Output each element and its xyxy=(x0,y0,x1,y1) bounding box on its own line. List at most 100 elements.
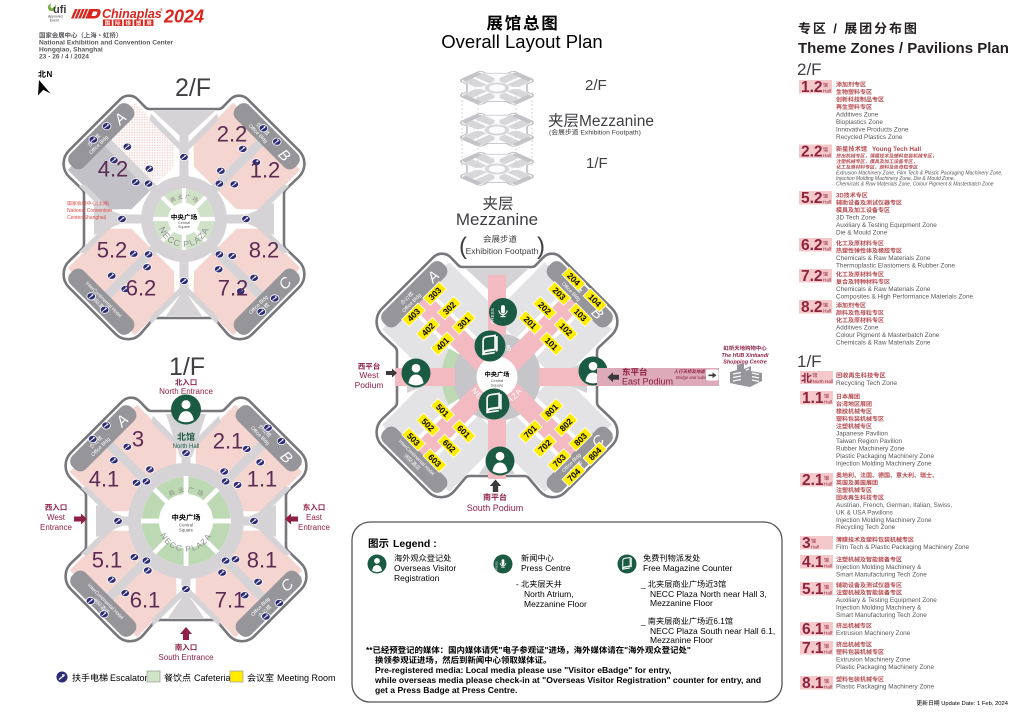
svg-text:(: ( xyxy=(549,130,552,137)
svg-text:Bridge and subway: Bridge and subway xyxy=(676,375,713,380)
svg-text:7.2: 7.2 xyxy=(218,276,249,301)
svg-text:Square: Square xyxy=(491,383,504,388)
svg-text:Mezzanine Floor: Mezzanine Floor xyxy=(650,635,713,645)
svg-text:_: _ xyxy=(640,580,648,589)
svg-text:Meeting Room: Meeting Room xyxy=(277,673,336,683)
svg-text:South Entrance: South Entrance xyxy=(158,653,214,662)
svg-text:Plastic Packaging Machinery Zo: Plastic Packaging Machinery Zone xyxy=(836,453,934,460)
svg-text:Film Tech & Plastic Packaging: Film Tech & Plastic Packaging Machinery … xyxy=(836,544,970,551)
svg-text:Plastic Packaging Machinery Zo: Plastic Packaging Machinery Zone xyxy=(836,664,934,671)
svg-text:North Atrium,: North Atrium, xyxy=(524,589,574,599)
svg-text:Hall: Hall xyxy=(824,591,832,596)
svg-text:Auxiliary & Testing Equipment: Auxiliary & Testing Equipment Zone xyxy=(836,222,937,229)
svg-text:1/F: 1/F xyxy=(797,352,822,371)
svg-text:Hall: Hall xyxy=(823,247,831,252)
svg-text:3: 3 xyxy=(132,427,144,452)
svg-text:8.1: 8.1 xyxy=(247,548,278,573)
svg-text:6.1: 6.1 xyxy=(130,588,161,613)
svg-text:Chinaplas: Chinaplas xyxy=(102,7,162,21)
svg-text:6.2: 6.2 xyxy=(801,237,823,254)
svg-text:Recycling Tech Zone: Recycling Tech Zone xyxy=(836,380,897,387)
svg-text:Square: Square xyxy=(178,225,190,229)
svg-text:Hall: Hall xyxy=(811,545,819,550)
svg-text:Thermoplastic Elastomers & Rub: Thermoplastic Elastomers & Rubber Zone xyxy=(836,263,955,270)
svg-text:7.1: 7.1 xyxy=(215,588,246,613)
svg-text:Exhibition Footpath: Exhibition Footpath xyxy=(466,246,539,256)
svg-text:Injection Molding Machinery &: Injection Molding Machinery & xyxy=(836,564,922,571)
svg-text:Overall Layout Plan: Overall Layout Plan xyxy=(441,31,602,52)
svg-text:Center(Shanghai): Center(Shanghai) xyxy=(67,215,107,221)
svg-text:4.2: 4.2 xyxy=(98,157,129,182)
svg-text:North Entrance: North Entrance xyxy=(159,387,213,396)
svg-text:NECC Plaza South near Hall 6.1: NECC Plaza South near Hall 6.1, xyxy=(650,626,775,636)
svg-text:2.2: 2.2 xyxy=(217,122,248,147)
svg-text:1/F: 1/F xyxy=(169,353,205,381)
svg-text:1.2: 1.2 xyxy=(801,79,823,96)
svg-text:East: East xyxy=(306,513,323,522)
svg-text:Chemicals & Raw Materials Zone: Chemicals & Raw Materials Zone xyxy=(836,286,931,293)
svg-text:Entrance: Entrance xyxy=(298,523,331,532)
svg-text:get a Press Badge at Press Cen: get a Press Badge at Press Centre. xyxy=(375,685,517,695)
svg-text:5.1: 5.1 xyxy=(92,548,123,573)
svg-text:Free Magazine Counter: Free Magazine Counter xyxy=(643,563,732,573)
svg-text:Cafeteria: Cafeteria xyxy=(194,673,231,683)
svg-text:Mezzanine Floor: Mezzanine Floor xyxy=(524,599,587,609)
svg-text:Hall: Hall xyxy=(823,153,831,158)
svg-text:1/F: 1/F xyxy=(586,155,608,172)
svg-text:Japanese Pavilion: Japanese Pavilion xyxy=(836,431,888,438)
svg-text:3: 3 xyxy=(802,535,811,552)
svg-text:Chemicals & Raw Materials Zone: Chemicals & Raw Materials Zone xyxy=(836,340,931,347)
svg-text:North Hall: North Hall xyxy=(813,379,833,384)
svg-text:Shopping Centre: Shopping Centre xyxy=(723,360,766,366)
svg-text:Approved: Approved xyxy=(48,15,63,19)
svg-text:2024: 2024 xyxy=(163,7,204,27)
svg-text:5.1: 5.1 xyxy=(802,581,824,598)
svg-text:North Hall: North Hall xyxy=(173,444,200,450)
svg-text:6.1: 6.1 xyxy=(802,621,824,638)
svg-text:Hall: Hall xyxy=(824,564,832,569)
svg-text:Update Date: 1 Feb, 2024: Update Date: 1 Feb, 2024 xyxy=(940,701,1009,707)
svg-text:2/F: 2/F xyxy=(585,77,607,94)
svg-text:Podium: Podium xyxy=(355,380,384,390)
svg-text:Injection Molding Machinery Zo: Injection Molding Machinery Zone xyxy=(836,517,932,524)
svg-text:Innovative Products Zone: Innovative Products Zone xyxy=(836,127,909,134)
svg-text:Hall: Hall xyxy=(823,200,831,205)
svg-text:1.1: 1.1 xyxy=(247,467,278,492)
svg-text:South Podium: South Podium xyxy=(467,503,524,513)
svg-text:5.2: 5.2 xyxy=(801,190,823,207)
svg-text:6.2: 6.2 xyxy=(126,276,157,301)
svg-text:Rubber Machinery Zone: Rubber Machinery Zone xyxy=(836,446,905,453)
svg-text:Hall: Hall xyxy=(824,650,832,655)
svg-text:Injection Molding Machinery &: Injection Molding Machinery & xyxy=(836,605,922,612)
svg-text:-: - xyxy=(516,580,521,589)
svg-text:Hall: Hall xyxy=(824,482,832,487)
svg-text:Legend :: Legend : xyxy=(393,538,437,550)
svg-text:East Podium: East Podium xyxy=(622,377,673,387)
svg-text:1.1: 1.1 xyxy=(802,390,824,407)
svg-text:UK & USA Pavilions: UK & USA Pavilions xyxy=(836,509,893,516)
svg-text:**: ** xyxy=(366,645,373,655)
svg-text:2.2: 2.2 xyxy=(801,144,823,161)
svg-text:2/F: 2/F xyxy=(797,60,822,79)
svg-text:Additives Zone: Additives Zone xyxy=(836,325,879,332)
svg-text:ufi: ufi xyxy=(53,4,66,16)
svg-text:8.1: 8.1 xyxy=(802,675,824,692)
svg-text:Taiwan Region Pavilion: Taiwan Region Pavilion xyxy=(836,438,903,445)
svg-text:Hall: Hall xyxy=(823,89,831,94)
svg-text:Extrusion Machinery Zone: Extrusion Machinery Zone xyxy=(836,630,911,637)
svg-text:PRESS: PRESS xyxy=(495,561,499,571)
svg-text:Hongqiao, Shanghai: Hongqiao, Shanghai xyxy=(39,47,103,54)
svg-text:Extrusion Machinery Zone: Extrusion Machinery Zone xyxy=(836,656,911,663)
svg-text:Exhibition Footpath): Exhibition Footpath) xyxy=(579,130,641,137)
svg-text:Colour Pigment & Masterbatch Z: Colour Pigment & Masterbatch Zone xyxy=(836,332,940,339)
svg-text:National Exhibition and Conven: National Exhibition and Convention Cente… xyxy=(39,40,174,47)
svg-text:Chemicals & Raw Materials Zone: Chemicals & Raw Materials Zone, Colour P… xyxy=(836,182,994,188)
svg-text:2.1: 2.1 xyxy=(213,429,244,454)
svg-text:Plastic Packaging Machinery Zo: Plastic Packaging Machinery Zone xyxy=(836,684,934,691)
svg-text:Hall: Hall xyxy=(824,400,832,405)
svg-text:Central: Central xyxy=(491,378,504,383)
svg-text:4.1: 4.1 xyxy=(802,554,824,571)
svg-text:Hall: Hall xyxy=(824,631,832,636)
svg-text:6.1: 6.1 xyxy=(713,617,725,626)
svg-text:8.2: 8.2 xyxy=(249,238,280,263)
